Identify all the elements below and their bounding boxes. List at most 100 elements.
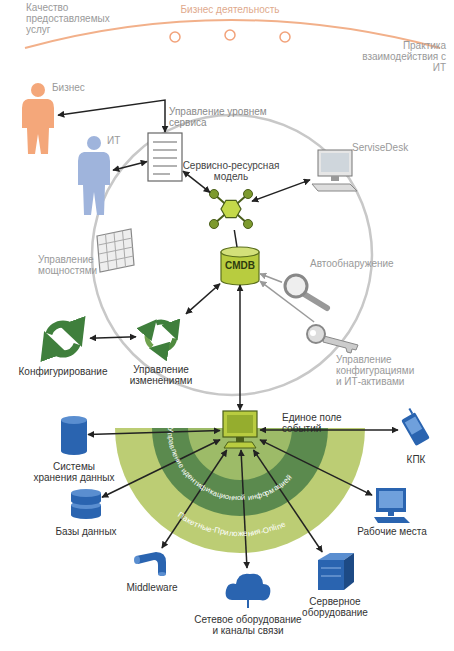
band-letter: о <box>233 530 238 538</box>
change-arrow <box>159 338 175 350</box>
band-letter: У <box>166 427 174 432</box>
computer-screen <box>227 415 253 433</box>
document-line <box>153 141 177 143</box>
band-letter: ж <box>238 530 243 538</box>
person-body <box>22 99 54 154</box>
document-icon <box>148 133 182 181</box>
band-letter: л <box>228 529 233 537</box>
diagram-node: Серверное оборудование <box>316 552 354 590</box>
grid-line <box>99 238 133 245</box>
pda-antenna <box>409 408 412 413</box>
workstation-monitor <box>376 488 406 512</box>
workstation-stand <box>388 512 394 516</box>
server-slot <box>321 568 341 569</box>
header-note: Качество предоставляемых услуг <box>26 2 116 35</box>
diagram-node: Системы хранения данных <box>60 415 88 455</box>
node-label: Управление уровнем сервиса <box>169 106 289 128</box>
magnifier-handle <box>304 294 327 308</box>
key-hole <box>310 330 316 336</box>
diagram-node: КПК <box>398 410 434 450</box>
diagram-node: Базы данных <box>70 490 102 520</box>
node-label: Управление конфигурациями и ИТ-активами <box>336 354 420 387</box>
cmdb-cylinder-top <box>221 247 259 257</box>
node-label: ServiseDesk <box>352 142 412 153</box>
diagram-node: ServiseDesk <box>310 150 358 192</box>
pda-screen <box>405 417 422 435</box>
pda-icon <box>398 407 430 446</box>
diagram-node: ИТ <box>75 135 113 215</box>
keyboard-icon <box>312 184 357 191</box>
node-label: Сетевое оборудование и каналы связи <box>192 614 304 636</box>
pda-body <box>401 412 430 446</box>
band-letter: й <box>241 494 246 502</box>
diagram-node: Автообнаружение <box>282 272 332 312</box>
storage-cylinder-top <box>61 416 87 424</box>
workstation-screen <box>379 491 403 508</box>
model-dot <box>210 190 219 199</box>
diagram-node: Конфигурирование <box>36 316 90 362</box>
node-label: Управление мощностями <box>38 254 100 276</box>
connector-arrow <box>239 285 241 410</box>
network-mast <box>247 600 249 608</box>
node-label: Middleware <box>124 582 180 593</box>
document-line <box>153 173 170 175</box>
business-arc <box>25 20 440 48</box>
capacity-grid <box>97 229 134 272</box>
magnifier-lens <box>285 275 307 297</box>
grid-line <box>100 256 134 263</box>
middleware-pipe <box>136 552 166 574</box>
computer-icon <box>223 411 257 437</box>
connector-arrow <box>102 440 220 497</box>
diagram-node: Управление конфигурациями и ИТ-активами <box>306 322 362 352</box>
node-label: Рабочие места <box>352 526 432 537</box>
database-cylinder-top <box>71 489 101 497</box>
model-dot <box>210 220 219 229</box>
connector-arrow <box>88 431 220 435</box>
server-side <box>344 553 354 590</box>
band-label: Управление идентификационной информацией <box>163 422 297 505</box>
connector-arrow <box>260 281 314 322</box>
connector-arrow <box>113 162 147 171</box>
diagram-node: Управление уровнем сервиса <box>147 132 183 182</box>
node-label: ИТ <box>107 135 137 146</box>
diagram-node: Сервисно-ресурсная модель <box>210 188 252 230</box>
band-label: Пакетные-Приложения-Online <box>173 508 291 542</box>
server-front <box>318 560 344 590</box>
diagram-node: Рабочие места <box>372 486 412 524</box>
connector-arrow <box>234 230 237 247</box>
connector-arrow <box>260 440 372 495</box>
diagram-node: CMDB <box>220 247 260 285</box>
person-head <box>87 136 101 150</box>
person-body <box>78 152 110 215</box>
node-label: Автообнаружение <box>310 258 400 269</box>
model-dot <box>244 220 253 229</box>
node-label: Управление изменениями <box>124 364 198 386</box>
server-slot <box>321 576 341 577</box>
change-arrow <box>147 327 152 347</box>
band-letter: е <box>243 530 248 538</box>
node-label: Системы хранения данных <box>31 461 117 483</box>
change-arrow <box>156 322 174 331</box>
middleware-pipe-end <box>134 556 140 564</box>
cycle-arrow <box>49 344 77 354</box>
arc-dot <box>280 32 290 42</box>
node-label: КПК <box>396 454 436 465</box>
header-note: Практика взаимодействия с ИТ <box>352 40 446 73</box>
connector-arrow <box>162 450 227 548</box>
band-letter: н <box>233 494 238 502</box>
connector-arrow <box>183 171 210 192</box>
middleware-pipe-end <box>158 572 166 576</box>
diagram-node: Middleware <box>134 548 170 578</box>
connector-arrow <box>253 450 322 552</box>
monitor-screen <box>321 153 349 172</box>
document-line <box>153 165 177 167</box>
workstation-keyboard <box>374 517 410 523</box>
model-dot <box>244 190 253 199</box>
arc-dot <box>225 30 235 40</box>
connector-arrow <box>90 337 136 338</box>
diagram-node: Управление изменениями <box>136 312 186 360</box>
diagram-node: Управление мощностями <box>95 228 135 272</box>
